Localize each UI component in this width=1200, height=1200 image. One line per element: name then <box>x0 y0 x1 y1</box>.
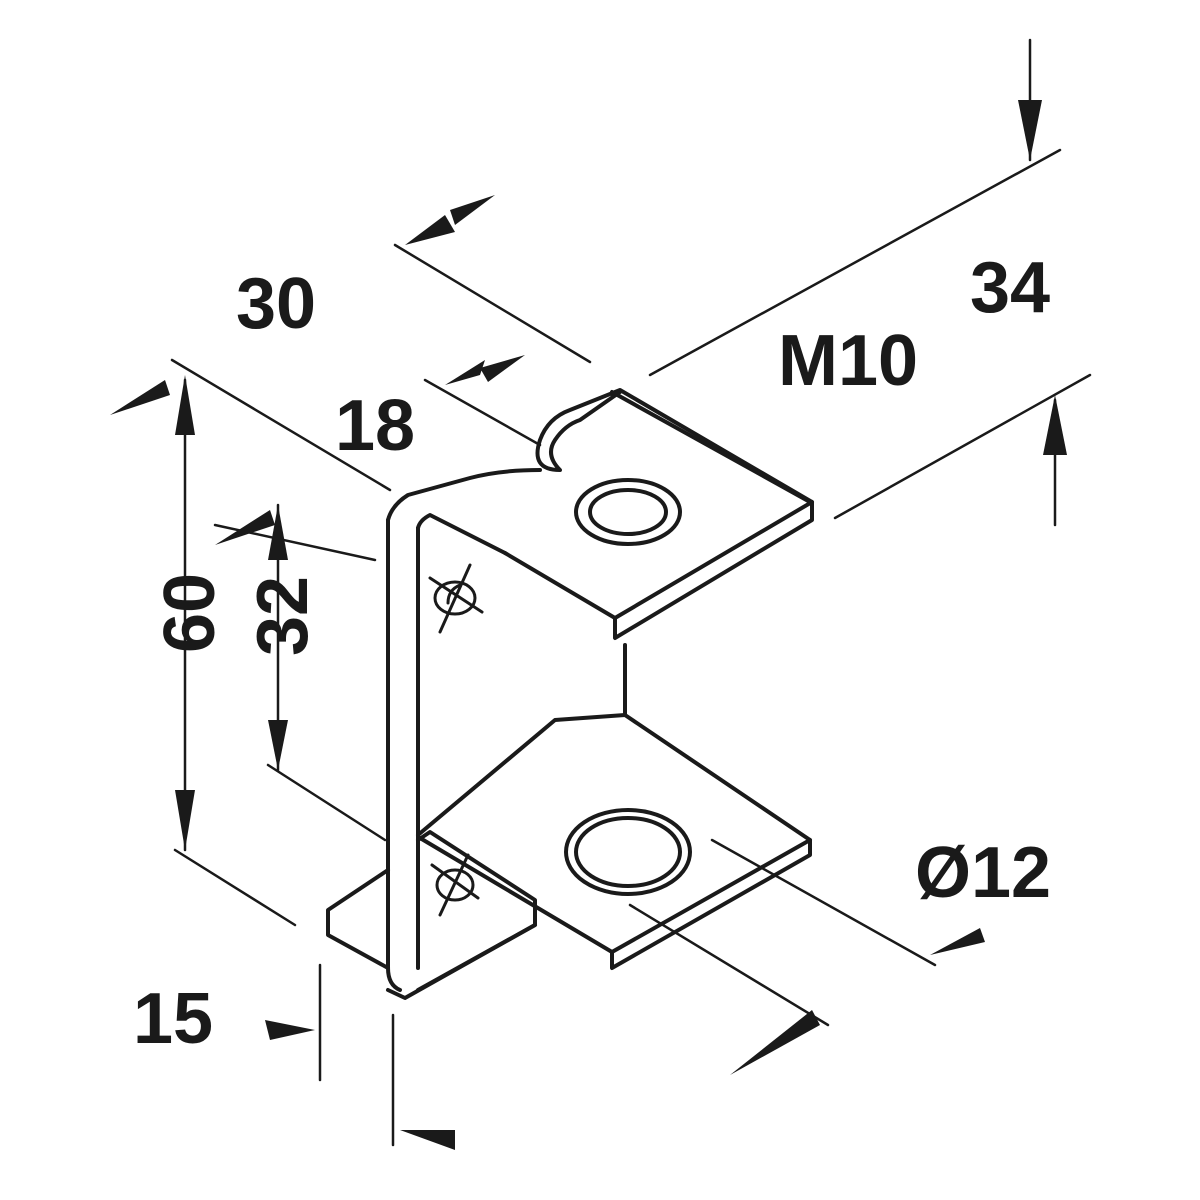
upper-flange <box>503 388 814 640</box>
dimension-lines <box>170 38 1092 1147</box>
thread-m10-label: M10 <box>778 321 919 401</box>
dimension-18-label: 18 <box>335 386 416 466</box>
web <box>386 468 627 992</box>
dimension-30-label: 30 <box>236 264 317 344</box>
screw-holes-side <box>428 563 484 917</box>
o12-hole <box>564 808 692 896</box>
m10-thread-hole <box>574 478 682 546</box>
dimension-15-label: 15 <box>133 979 214 1059</box>
lower-flange <box>416 713 812 992</box>
dimension-34-label: 34 <box>970 248 1051 328</box>
hole-diameter-label: Ø12 <box>915 833 1052 913</box>
dimension-arrows <box>110 100 1067 1150</box>
foot <box>326 868 537 1000</box>
dimension-32-label: 32 <box>243 575 324 657</box>
dimension-60-label: 60 <box>150 572 231 654</box>
